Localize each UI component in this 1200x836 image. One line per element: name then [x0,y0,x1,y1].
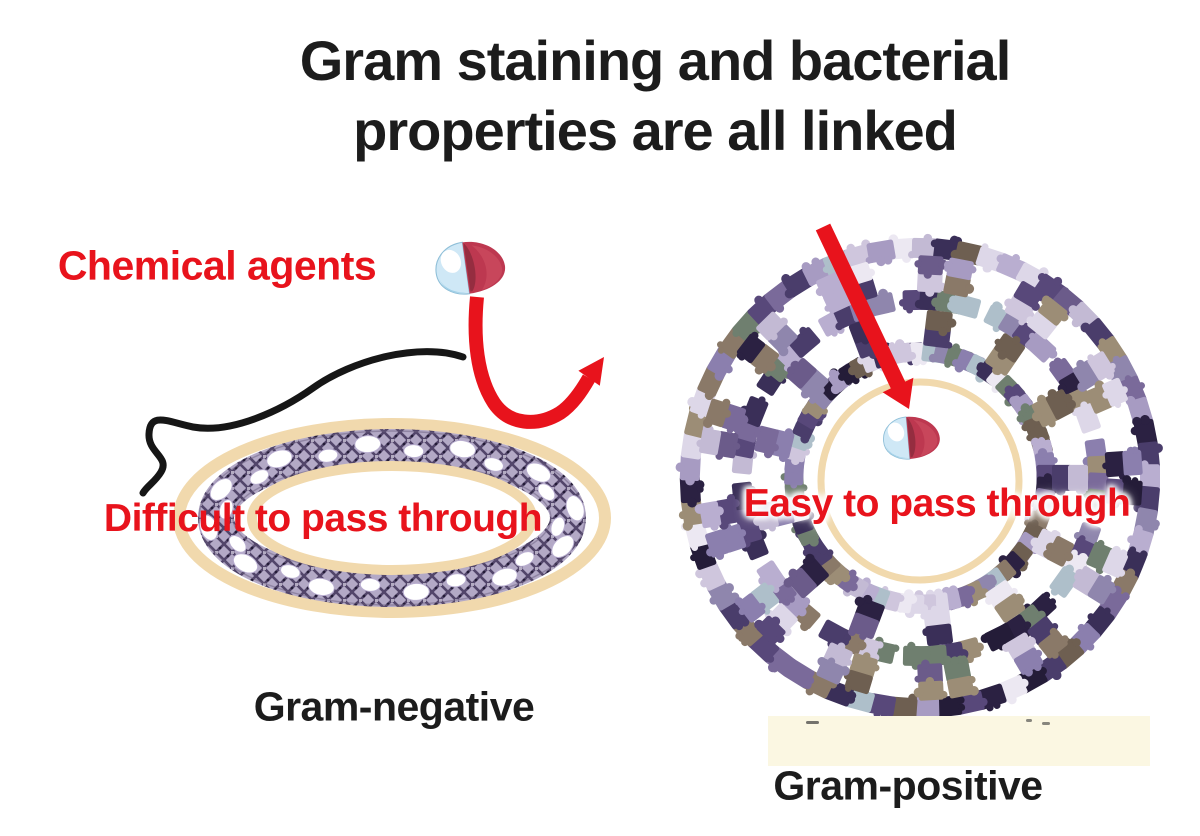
inner-membrane-ring [247,461,537,575]
gram-negative-label: Gram-negative [253,683,535,730]
flagellum-curve-icon [139,348,467,497]
easy-to-pass-label: Easy to pass through [743,482,1131,525]
inner-membrane-circle [817,378,1023,584]
drug-capsule-icon [431,236,509,299]
title-line-2: properties are all linked [353,99,958,162]
title-line-1: Gram staining and bacterial [299,29,1012,92]
penetration-arrow-icon [815,223,914,409]
figure-title: Gram staining and bacterial properties a… [110,26,1200,166]
chemical-agents-label: Chemical agents [57,242,377,289]
gram-positive-wall [675,233,1163,722]
gram-positive-label: Gram-positive [773,762,1043,809]
drug-capsule-icon [881,413,942,462]
peptidoglycan-puzzle-ring [675,233,1163,722]
difficult-to-pass-label: Difficult to pass through [103,497,543,540]
blocked-arrow-icon [468,296,604,429]
outer-membrane-ring [173,418,611,618]
covered-caption-box [768,716,1150,766]
gram-negative-envelope [173,418,611,618]
